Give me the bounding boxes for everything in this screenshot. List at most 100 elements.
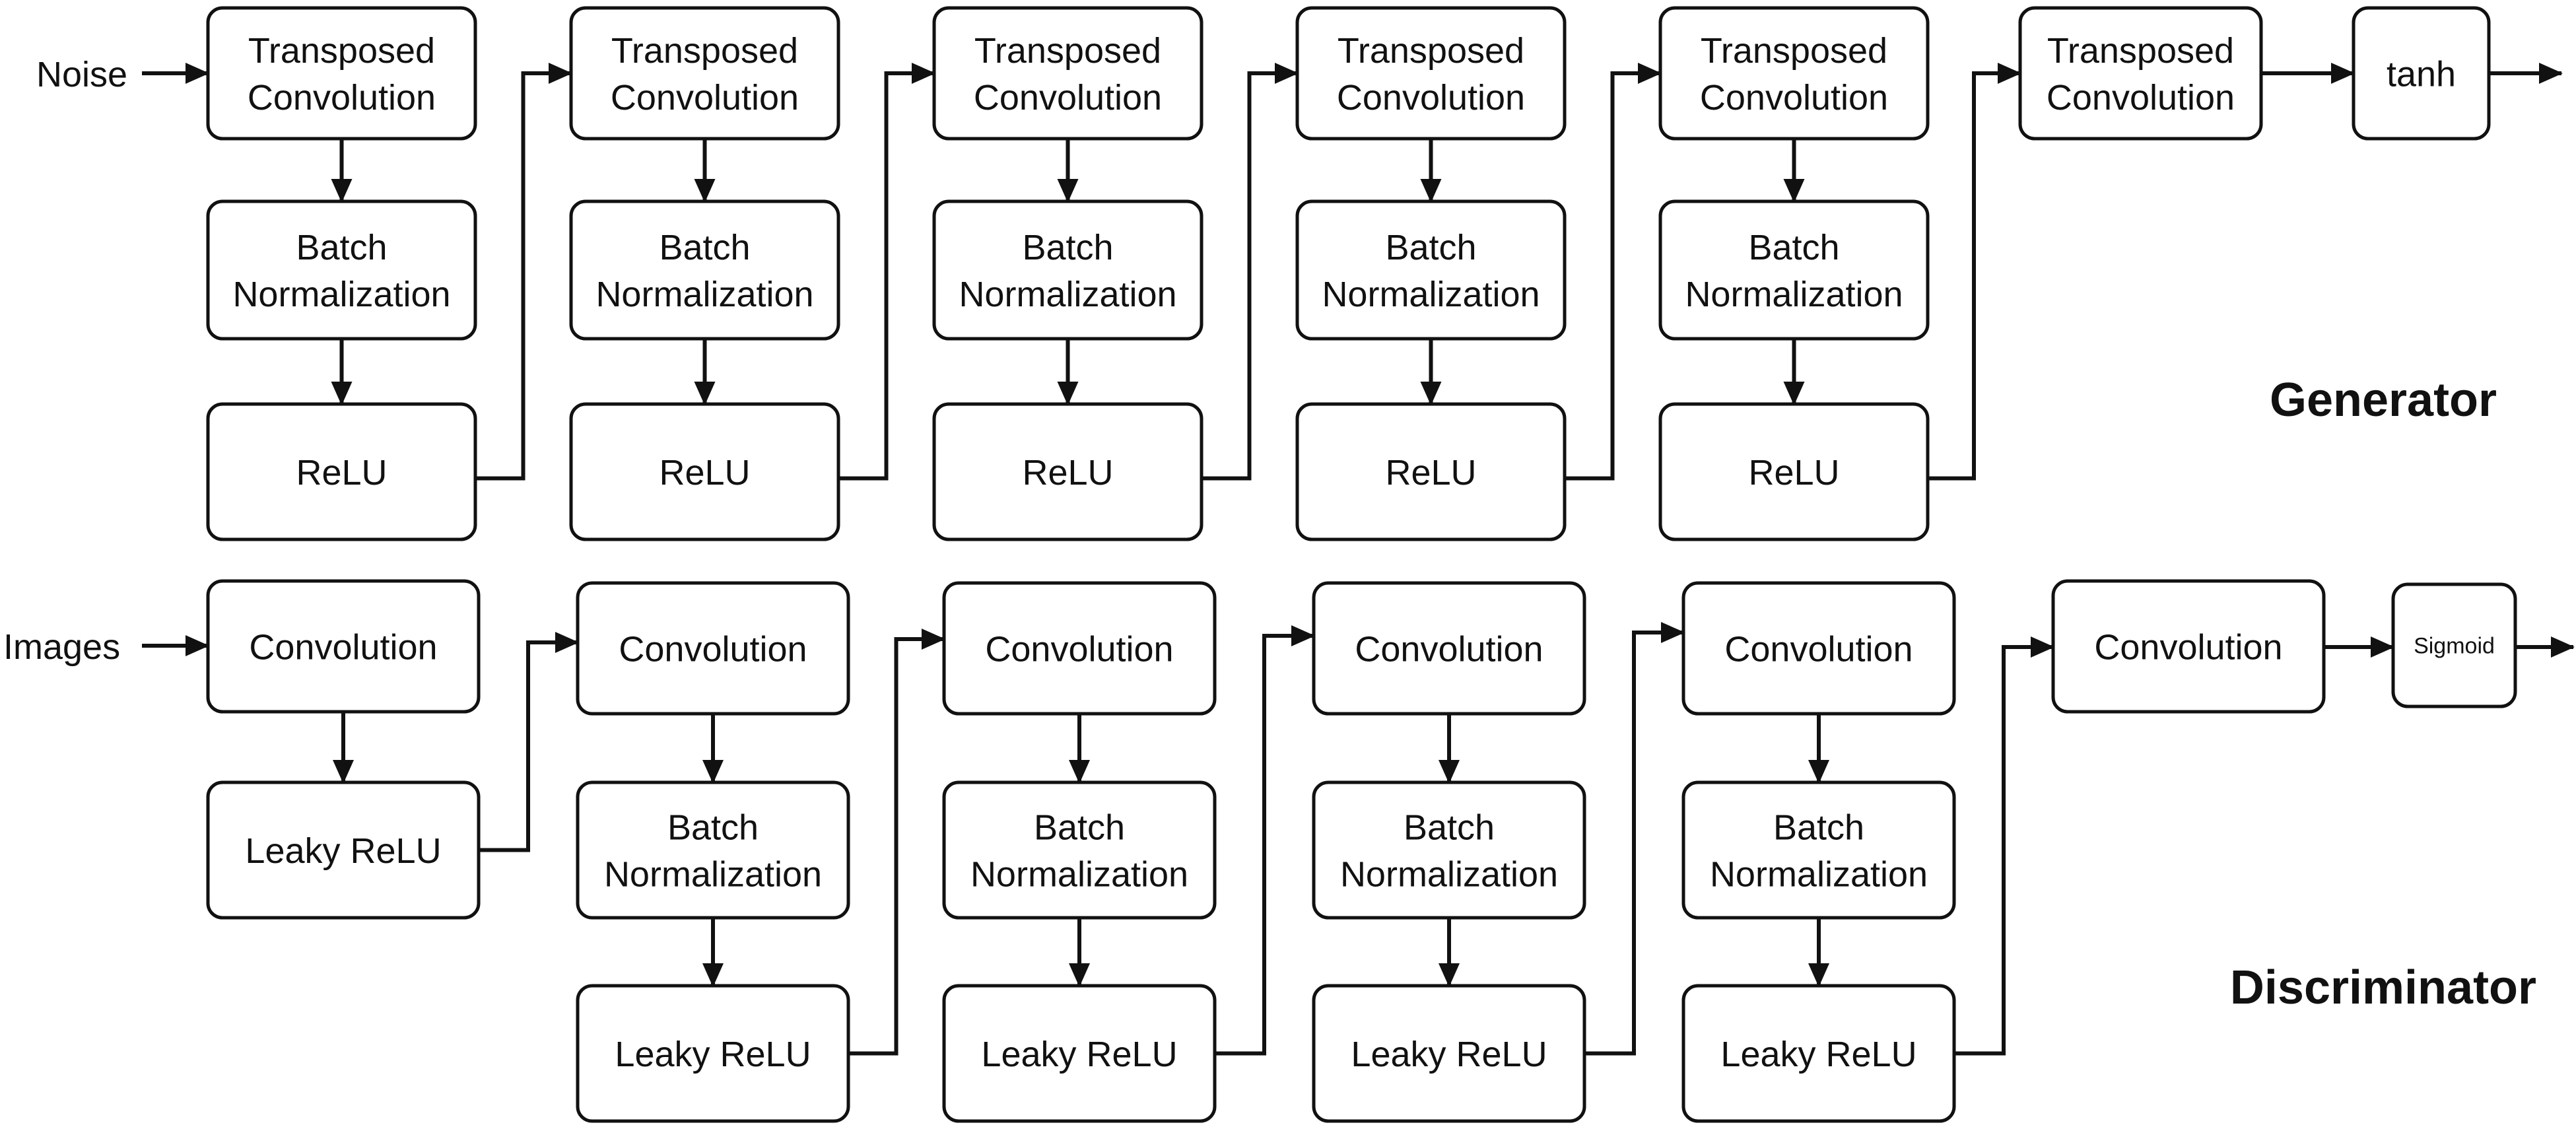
gen-col3-relu: ReLU	[932, 402, 1203, 541]
gen-col1-relu-label: ReLU	[296, 453, 387, 493]
gen-col3-batch-normalization-box	[932, 199, 1203, 341]
disc-col1-convolution-label: Convolution	[249, 627, 437, 667]
gen-final-transposed-convolution-box	[2018, 6, 2263, 141]
gen-col1-relu-box	[206, 402, 477, 541]
disc-col4-leaky-relu: Leaky ReLU	[1312, 984, 1586, 1123]
disc-col2-batch-normalization-box	[576, 780, 850, 920]
disc-connector-2	[848, 629, 945, 1056]
gen-col1-relu: ReLU	[206, 402, 477, 541]
generator-title: Generator	[2270, 374, 2497, 427]
disc-col1-convolution: Convolution	[206, 579, 481, 714]
gen-col4-transposed-convolution-box	[1295, 6, 1567, 141]
discriminator-title: Discriminator	[2230, 961, 2536, 1014]
disc-col3-leaky-relu: Leaky ReLU	[942, 984, 1217, 1123]
disc-sigmoid: Sigmoid	[2391, 582, 2517, 708]
disc-col4-convolution-label: Convolution	[1355, 629, 1543, 669]
disc-col4-convolution: Convolution	[1312, 581, 1586, 716]
gen-connector-3	[1202, 63, 1299, 481]
disc-connector-1	[479, 632, 579, 852]
disc-col3-leaky-relu-label: Leaky ReLU	[981, 1035, 1177, 1074]
gen-col3-relu-box	[932, 402, 1203, 541]
gen-col5-relu: ReLU	[1658, 402, 1930, 541]
gen-col4-batch-normalization-box	[1295, 199, 1567, 341]
gen-col2-batch-normalization-box	[569, 199, 840, 341]
disc-col2-leaky-relu: Leaky ReLU	[576, 984, 850, 1123]
gen-connector-5	[1928, 63, 2021, 481]
gen-col5-transposed-convolution-box	[1658, 6, 1930, 141]
gen-col4-relu-box	[1295, 402, 1567, 541]
disc-sigmoid-label: Sigmoid	[2414, 634, 2495, 659]
gen-connector-1	[475, 63, 572, 481]
disc-col5-convolution: Convolution	[1681, 581, 1956, 716]
gen-col2-relu-box	[569, 402, 840, 541]
disc-col3-convolution: Convolution	[942, 581, 1217, 716]
gen-col2-relu-label: ReLU	[659, 453, 750, 493]
discriminator-input-label: Images	[3, 627, 120, 667]
gen-col3-relu-label: ReLU	[1022, 453, 1113, 493]
disc-col4-leaky-relu-label: Leaky ReLU	[1351, 1035, 1547, 1074]
gen-tanh: tanh	[2352, 6, 2491, 141]
disc-col1-leaky-relu-label: Leaky ReLU	[245, 831, 441, 871]
disc-final-convolution-label: Convolution	[2094, 627, 2282, 667]
gen-connector-2	[838, 63, 935, 481]
gen-col5-relu-label: ReLU	[1748, 453, 1839, 493]
disc-col1-leaky-relu: Leaky ReLU	[206, 780, 481, 920]
gen-tanh-label: tanh	[2387, 54, 2456, 94]
gen-col5-relu-box	[1658, 402, 1930, 541]
generator-input-label: Noise	[36, 55, 127, 94]
gen-col2-relu: ReLU	[569, 402, 840, 541]
disc-col4-batch-normalization-box	[1312, 780, 1586, 920]
gen-col1-batch-normalization-box	[206, 199, 477, 341]
disc-col5-batch-normalization-box	[1681, 780, 1956, 920]
gen-col4-relu: ReLU	[1295, 402, 1567, 541]
gen-col3-transposed-convolution-box	[932, 6, 1203, 141]
gen-col1-transposed-convolution-box	[206, 6, 477, 141]
disc-connector-4	[1584, 622, 1685, 1056]
disc-col3-batch-normalization-box	[942, 780, 1217, 920]
gen-col4-relu-label: ReLU	[1385, 453, 1476, 493]
disc-col5-leaky-relu: Leaky ReLU	[1681, 984, 1956, 1123]
disc-col2-convolution-label: Convolution	[619, 629, 807, 669]
disc-col2-leaky-relu-label: Leaky ReLU	[615, 1035, 811, 1074]
disc-col5-leaky-relu-label: Leaky ReLU	[1720, 1035, 1916, 1074]
gen-col2-transposed-convolution-box	[569, 6, 840, 141]
gen-col5-batch-normalization-box	[1658, 199, 1930, 341]
disc-final-convolution: Convolution	[2051, 579, 2326, 714]
disc-col5-convolution-label: Convolution	[1724, 629, 1913, 669]
disc-col3-convolution-label: Convolution	[985, 629, 1173, 669]
disc-connector-5	[1954, 636, 2054, 1056]
gen-connector-4	[1565, 63, 1662, 481]
